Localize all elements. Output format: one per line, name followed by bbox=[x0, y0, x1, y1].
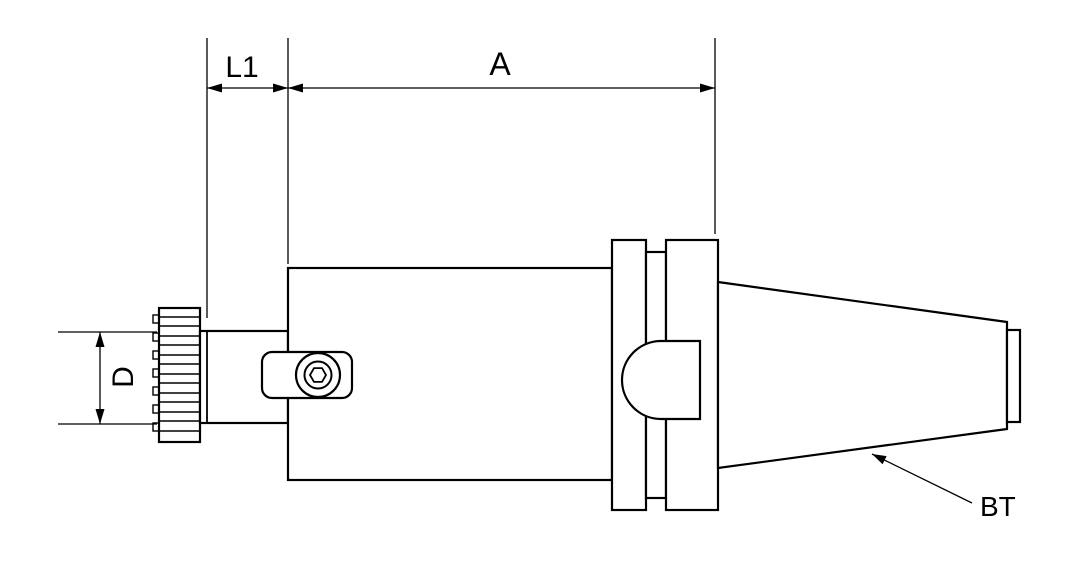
taper-bt-label: BT bbox=[980, 491, 1016, 522]
arrow-l1-left-icon bbox=[207, 83, 222, 93]
arrow-d-up-icon bbox=[95, 332, 105, 347]
arrow-l1-right-icon bbox=[273, 83, 288, 93]
dimension-d-label: D bbox=[107, 366, 140, 388]
taper-end-cap bbox=[1005, 328, 1022, 424]
screw-head-inner bbox=[303, 360, 333, 390]
knurl-serration-lines bbox=[159, 316, 200, 432]
dimension-arrowheads bbox=[95, 83, 887, 465]
taper-shank bbox=[716, 280, 1009, 470]
arrow-d-down-icon bbox=[95, 409, 105, 424]
flange bbox=[610, 238, 720, 512]
arrow-a-left-icon bbox=[288, 83, 303, 93]
hex-socket-icon bbox=[308, 367, 328, 383]
tool-holder-outline bbox=[152, 238, 1022, 512]
knurled-nut bbox=[157, 306, 202, 444]
clamp-screw bbox=[260, 350, 354, 400]
leader-line-bt bbox=[871, 453, 973, 504]
dimension-a-label: A bbox=[489, 46, 511, 82]
flange-drive-slot bbox=[620, 339, 702, 421]
arrow-bt-leader-icon bbox=[872, 454, 887, 465]
knurled-nut-teeth bbox=[152, 314, 160, 432]
arrow-a-right-icon bbox=[700, 83, 715, 93]
dimension-l1-label: L1 bbox=[225, 51, 258, 84]
